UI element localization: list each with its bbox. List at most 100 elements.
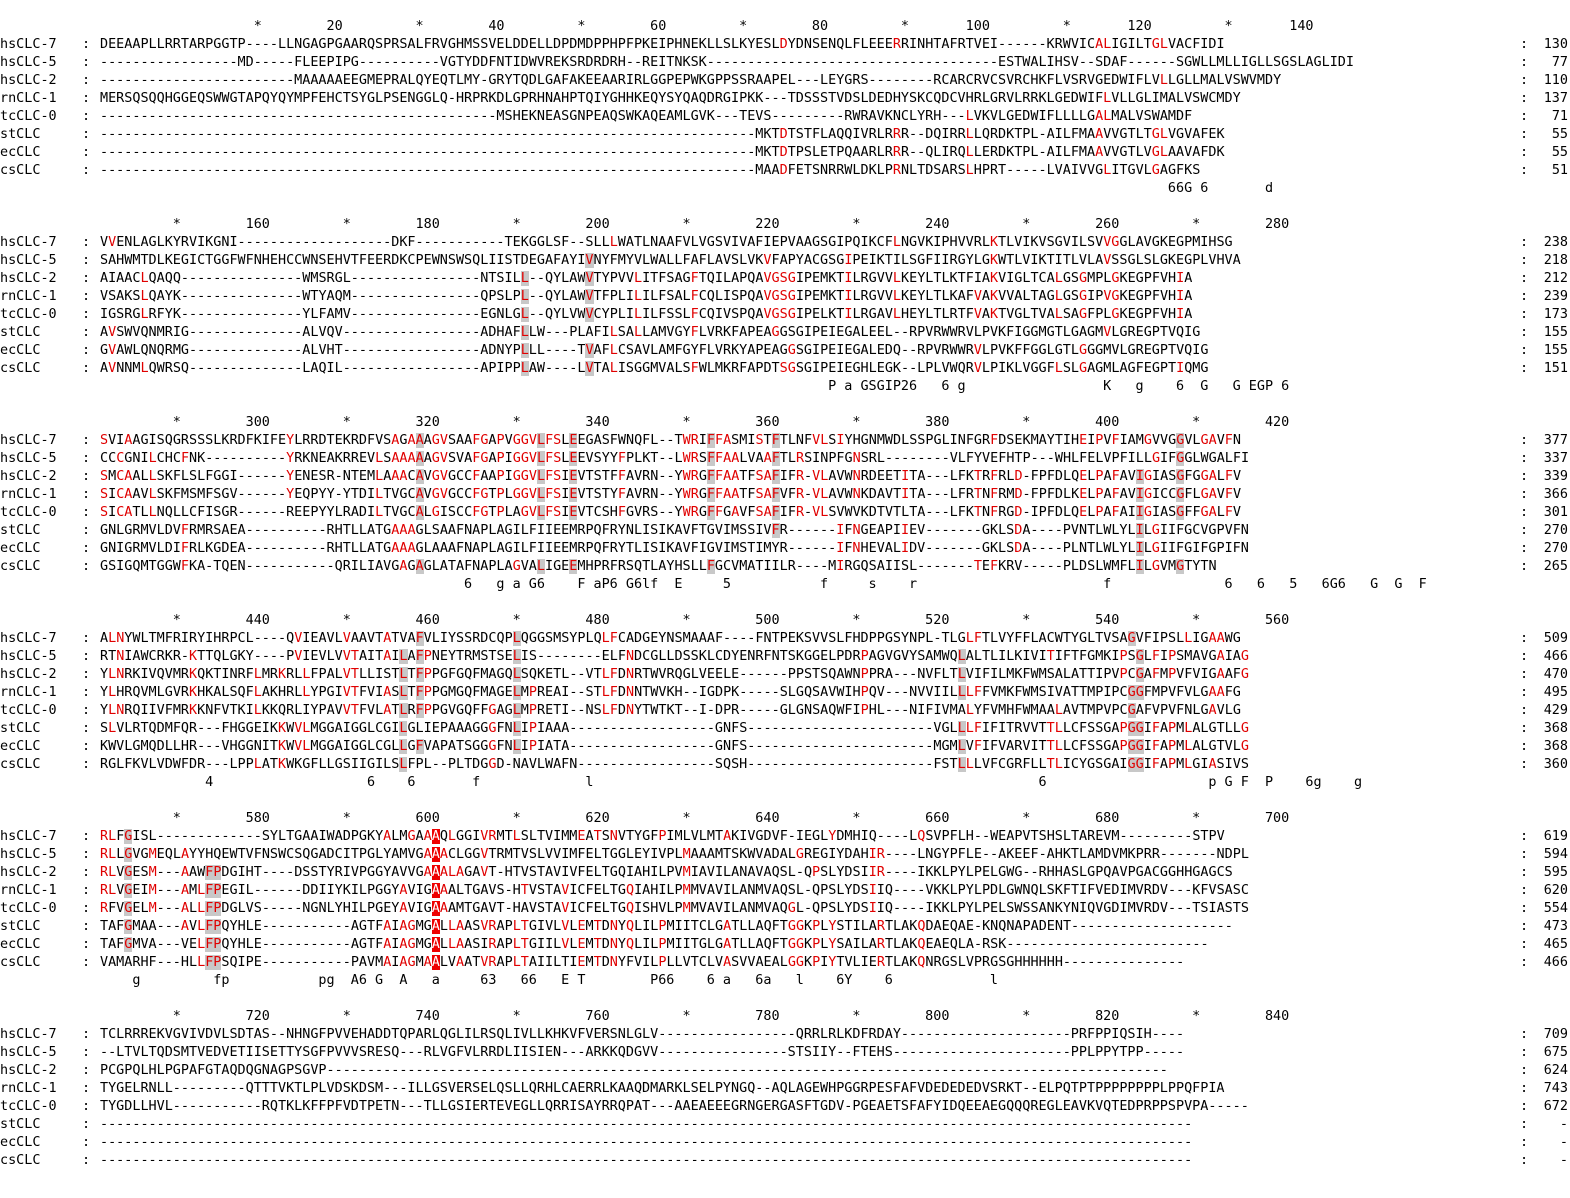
separator: : xyxy=(82,649,91,664)
alignment-block-5: * 580 * 600 * 620 * 640 * 660 * 680 * 70… xyxy=(0,810,1570,1000)
separator: : xyxy=(82,1063,91,1078)
residue-number: 239 xyxy=(1543,289,1568,304)
sequence-residues: RTNIAWCRKR-KTTQLGKY----PVIEVLVVTAITAILAF… xyxy=(100,649,1249,664)
separator: : xyxy=(82,55,91,70)
sequence-residues: SMCAALLSKFLSLFGGI------YENESR-NTEMLAAACA… xyxy=(100,469,1242,484)
separator: : xyxy=(1520,1117,1529,1132)
separator: : xyxy=(1520,91,1529,106)
residue-number: 337 xyxy=(1543,451,1568,466)
sequence-residues: ----------------------------------------… xyxy=(100,163,1201,178)
consensus-line: 6 g a G6 F aP6 G6lf E 5 f s r f 6 6 5 6G… xyxy=(100,577,1427,592)
alignment-block-1: * 20 * 40 * 60 * 80 * 100 * 120 * 140 hs… xyxy=(0,18,1570,208)
alignment-block-3: * 300 * 320 * 340 * 360 * 380 * 400 * 42… xyxy=(0,414,1570,604)
sequence-name: hsCLC-5 xyxy=(0,847,57,862)
sequence-residues: DEEAAPLLRRTARPGGTP----LLNGAGPGAARQSPRSAL… xyxy=(100,37,1225,52)
residue-number: 465 xyxy=(1543,937,1568,952)
sequence-name: stCLC xyxy=(0,919,41,934)
separator: : xyxy=(1520,37,1529,52)
residue-number: 672 xyxy=(1543,1099,1568,1114)
sequence-name: hsCLC-2 xyxy=(0,469,57,484)
separator: : xyxy=(82,91,91,106)
separator: : xyxy=(1520,883,1529,898)
residue-number: 137 xyxy=(1543,91,1568,106)
sequence-name: hsCLC-2 xyxy=(0,271,57,286)
separator: : xyxy=(1520,649,1529,664)
separator: : xyxy=(82,883,91,898)
separator: : xyxy=(1520,1027,1529,1042)
separator: : xyxy=(1520,847,1529,862)
separator: : xyxy=(82,1081,91,1096)
separator: : xyxy=(1520,829,1529,844)
separator: : xyxy=(1520,955,1529,970)
consensus-line: g fp pg A6 G A a 63 66 E T P66 6 a 6a l … xyxy=(100,973,998,988)
separator: : xyxy=(82,523,91,538)
sequence-name: tcCLC-0 xyxy=(0,901,57,916)
sequence-residues: TAFGMAA---AVLFPQYHLE-----------AGTFAIAGM… xyxy=(100,919,1233,934)
position-ruler: * 580 * 600 * 620 * 640 * 660 * 680 * 70… xyxy=(100,811,1290,826)
separator: : xyxy=(1520,361,1529,376)
sequence-residues: GSIGQMTGGWFKA-TQEN-----------QRILIAVGAGA… xyxy=(100,559,1217,574)
separator: : xyxy=(82,451,91,466)
separator: : xyxy=(82,325,91,340)
separator: : xyxy=(1520,451,1529,466)
separator: : xyxy=(1520,1081,1529,1096)
sequence-residues: VSAKSLQAYK---------------WTYAQM---------… xyxy=(100,289,1193,304)
sequence-residues: GNLGRMVLDVFRMRSAEA----------RHTLLATGAAAG… xyxy=(100,523,1249,538)
residue-number: 173 xyxy=(1543,307,1568,322)
residue-number: 360 xyxy=(1543,757,1568,772)
separator: : xyxy=(1520,631,1529,646)
separator: : xyxy=(82,703,91,718)
sequence-residues: CCCGNILCHCFNK----------YRKNEAKRREVLSAAAA… xyxy=(100,451,1250,466)
sequence-name: hsCLC-2 xyxy=(0,667,57,682)
residue-number: 265 xyxy=(1543,559,1568,574)
sequence-name: hsCLC-5 xyxy=(0,55,57,70)
sequence-residues: RLFGISL-------------SYLTGAAIWADPGKYALMGA… xyxy=(100,829,1225,844)
separator: : xyxy=(82,109,91,124)
separator: : xyxy=(82,127,91,142)
consensus-line: 66G 6 d xyxy=(100,181,1274,196)
residue-number: 620 xyxy=(1543,883,1568,898)
sequence-name: ecCLC xyxy=(0,145,41,160)
sequence-name: csCLC xyxy=(0,1153,41,1168)
sequence-residues: ALNYWLTMFRIRYIHRPCL----QVIEAVLVAAVTATVAF… xyxy=(100,631,1241,646)
sequence-name: hsCLC-7 xyxy=(0,433,57,448)
residue-number: - xyxy=(1559,1117,1568,1132)
sequence-residues: SVIAAGISQGRSSSLKRDFKIFEYLRRDTEKRDFVSAGAA… xyxy=(100,433,1241,448)
residue-number: 270 xyxy=(1543,523,1568,538)
sequence-residues: RLVGESM---AAWFPDGIHT----DSSTYRIVPGGYAVVG… xyxy=(100,865,1233,880)
residue-number: 595 xyxy=(1543,865,1568,880)
separator: : xyxy=(1520,253,1529,268)
sequence-name: hsCLC-7 xyxy=(0,631,57,646)
separator: : xyxy=(1520,541,1529,556)
residue-number: 55 xyxy=(1551,127,1568,142)
sequence-residues: RFVGELM---ALLFPDGLVS-----NGNLYHILPGEYAVI… xyxy=(100,901,1249,916)
separator: : xyxy=(82,1045,91,1060)
residue-number: 130 xyxy=(1543,37,1568,52)
sequence-residues: IGSRGLRFYK---------------YLFAMV---------… xyxy=(100,307,1193,322)
sequence-residues: TYGELRNLL---------QTTTVKTLPLVDSKDSM---IL… xyxy=(100,1081,1225,1096)
sequence-residues: -----------------MD-----FLEEPIPG--------… xyxy=(100,55,1354,70)
separator: : xyxy=(82,235,91,250)
residue-number: 301 xyxy=(1543,505,1568,520)
residue-number: 619 xyxy=(1543,829,1568,844)
sequence-residues: RLLGVGMEQLAYYHQEWTVFNSWCSQGADCITPGLYAMVG… xyxy=(100,847,1249,862)
alignment-block-2: * 160 * 180 * 200 * 220 * 240 * 260 * 28… xyxy=(0,216,1570,406)
separator: : xyxy=(1520,109,1529,124)
alignment-block-4: * 440 * 460 * 480 * 500 * 520 * 540 * 56… xyxy=(0,612,1570,802)
sequence-residues: YLNRQIIVFMRKKNFVTKILKKQRLIYPAVVTFVLATLRF… xyxy=(100,703,1241,718)
residue-number: 339 xyxy=(1543,469,1568,484)
sequence-name: ecCLC xyxy=(0,937,41,952)
sequence-name: rnCLC-1 xyxy=(0,1081,57,1096)
separator: : xyxy=(82,757,91,772)
separator: : xyxy=(82,955,91,970)
separator: : xyxy=(1520,1045,1529,1060)
sequence-residues: ----------------------------------------… xyxy=(100,1153,1193,1168)
residue-number: 675 xyxy=(1543,1045,1568,1060)
separator: : xyxy=(82,271,91,286)
sequence-residues: SLVLRTQDMFQR---FHGGEIKKWVLMGGAIGGLCGILGL… xyxy=(100,721,1249,736)
separator: : xyxy=(1520,1153,1529,1168)
sequence-name: hsCLC-5 xyxy=(0,649,57,664)
separator: : xyxy=(82,559,91,574)
sequence-name: ecCLC xyxy=(0,343,41,358)
sequence-name: stCLC xyxy=(0,721,41,736)
